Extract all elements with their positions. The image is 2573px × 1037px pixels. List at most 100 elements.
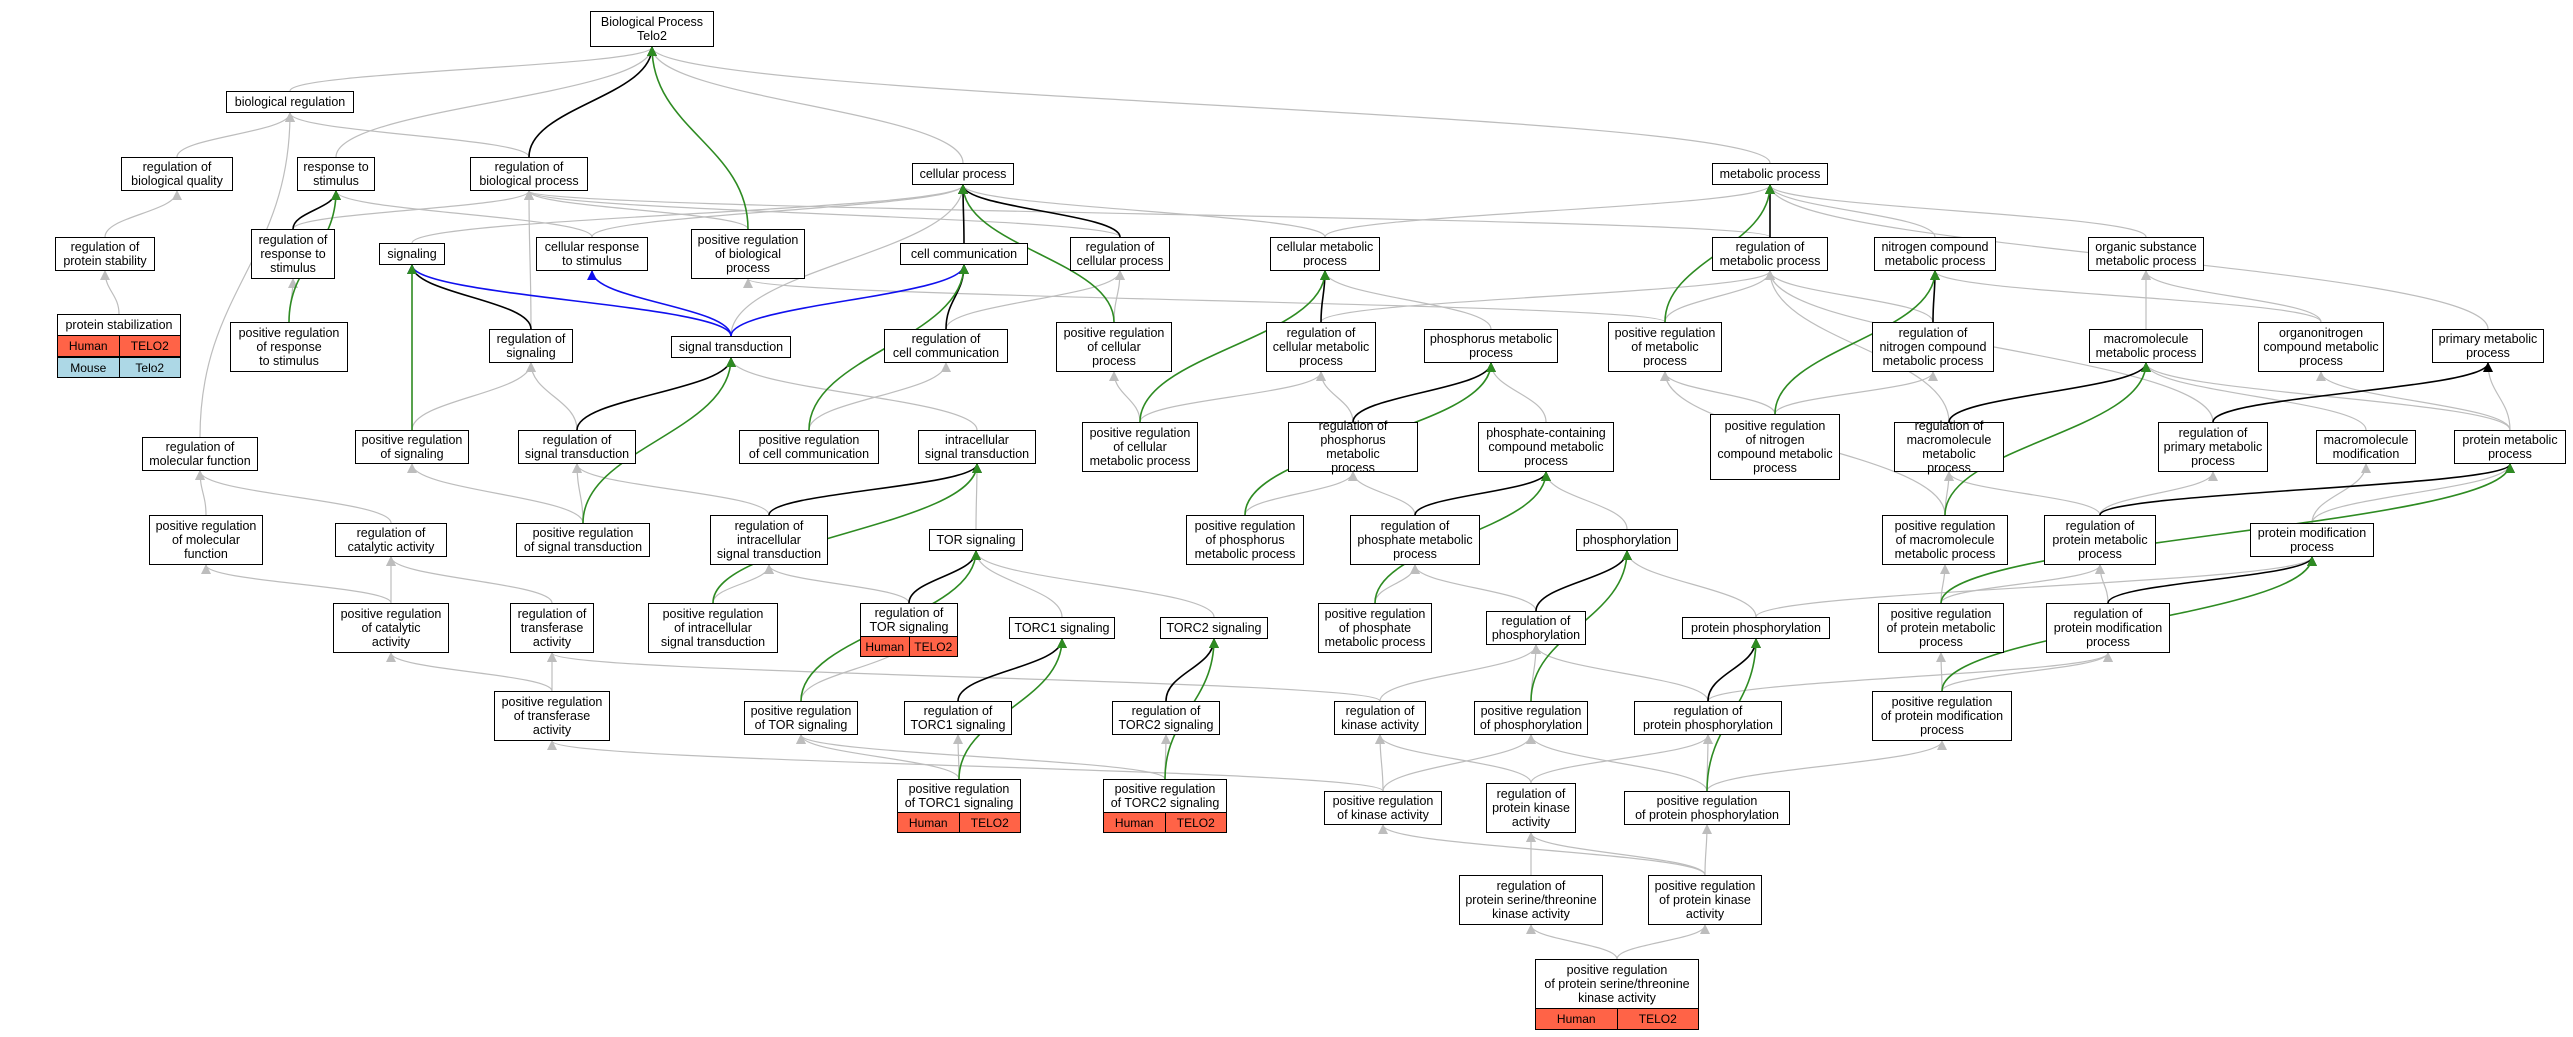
node-response-to-stimulus[interactable]: response to stimulus (297, 157, 375, 191)
edge-positive-regulation-of-protein-serine-threonine-kinase-activity-to-regulation-of-protein-serine-threonine-kinase-activity (1526, 924, 1618, 960)
node-regulation-of-kinase-activity[interactable]: regulation of kinase activity (1334, 701, 1426, 735)
node-organic-substance-metabolic-process[interactable]: organic substance metabolic process (2088, 237, 2204, 271)
tag-gene: Telo2 (118, 358, 180, 377)
node-phosphorus-metabolic-process[interactable]: phosphorus metabolic process (1424, 329, 1558, 363)
node-positive-regulation-of-macromolecule-metabolic-process[interactable]: positive regulation of macromolecule met… (1882, 515, 2008, 565)
edge-regulation-of-tor-signaling-to-regulation-of-intracellular-signal-transduction (764, 564, 910, 604)
node-signaling[interactable]: signaling (379, 243, 445, 265)
node-positive-regulation-of-signal-transduction[interactable]: positive regulation of signal transducti… (516, 523, 650, 557)
edge-positive-regulation-of-signaling-to-regulation-of-signaling (411, 362, 536, 431)
node-protein-modification-process[interactable]: protein modification process (2250, 523, 2374, 557)
node-regulation-of-cellular-metabolic-process[interactable]: regulation of cellular metabolic process (1266, 322, 1376, 372)
node-organonitrogen-compound-metabolic-process[interactable]: organonitrogen compound metabolic proces… (2258, 322, 2384, 372)
node-regulation-of-protein-modification-process[interactable]: regulation of protein modification proce… (2046, 603, 2170, 653)
node-protein-phosphorylation[interactable]: protein phosphorylation (1682, 617, 1830, 639)
node-positive-regulation-of-biological-process[interactable]: positive regulation of biological proces… (691, 229, 805, 279)
node-positive-regulation-of-cellular-process[interactable]: positive regulation of cellular process (1056, 322, 1172, 372)
node-signal-transduction[interactable]: signal transduction (671, 336, 791, 358)
node-regulation-of-transferase-activity[interactable]: regulation of transferase activity (510, 603, 594, 653)
node-regulation-of-cell-communication[interactable]: regulation of cell communication (884, 329, 1008, 363)
node-regulation-of-protein-metabolic-process[interactable]: regulation of protein metabolic process (2044, 515, 2156, 565)
node-positive-regulation-of-cell-communication[interactable]: positive regulation of cell communicatio… (739, 430, 879, 464)
node-cellular-process[interactable]: cellular process (912, 163, 1014, 185)
node-phosphorylation[interactable]: phosphorylation (1576, 529, 1678, 551)
node-positive-regulation-of-metabolic-process[interactable]: positive regulation of metabolic process (1608, 322, 1722, 372)
edge-positive-regulation-of-torc1-signaling-to-positive-regulation-of-tor-signaling (796, 734, 960, 780)
node-regulation-of-catalytic-activity[interactable]: regulation of catalytic activity (335, 523, 447, 557)
node-positive-regulation-of-molecular-function[interactable]: positive regulation of molecular functio… (149, 515, 263, 565)
node-phosphate-containing-compound-metabolic-process[interactable]: phosphate-containing compound metabolic … (1478, 422, 1614, 472)
node-positive-regulation-of-phosphorylation[interactable]: positive regulation of phosphorylation (1474, 701, 1588, 735)
node-positive-regulation-of-protein-metabolic-process[interactable]: positive regulation of protein metabolic… (1878, 603, 2004, 653)
node-regulation-of-phosphorylation[interactable]: regulation of phosphorylation (1486, 611, 1586, 645)
node-primary-metabolic-process[interactable]: primary metabolic process (2432, 329, 2544, 363)
node-biological-process[interactable]: Biological Process Telo2 (590, 11, 714, 47)
node-positive-regulation-of-kinase-activity[interactable]: positive regulation of kinase activity (1324, 791, 1442, 825)
node-regulation-of-protein-kinase-activity[interactable]: regulation of protein kinase activity (1486, 783, 1576, 833)
edge-positive-regulation-of-protein-metabolic-process-to-protein-metabolic-process (1940, 463, 2515, 604)
node-positive-regulation-of-intracellular-signal-transduction[interactable]: positive regulation of intracellular sig… (648, 603, 778, 653)
node-positive-regulation-of-protein-phosphorylation[interactable]: positive regulation of protein phosphory… (1624, 791, 1790, 825)
node-positive-regulation-of-tor-signaling[interactable]: positive regulation of TOR signaling (744, 701, 858, 735)
edge-regulation-of-biological-process-to-biological-process (528, 46, 657, 158)
node-macromolecule-modification[interactable]: macromolecule modification (2316, 430, 2416, 464)
node-positive-regulation-of-torc2-signaling[interactable]: positive regulation of TORC2 signaling (1103, 779, 1227, 813)
edge-positive-regulation-of-protein-phosphorylation-to-positive-regulation-of-protein-modification-process (1706, 740, 1947, 792)
node-metabolic-process[interactable]: metabolic process (1712, 163, 1828, 185)
tag-species: Human (58, 336, 119, 356)
node-torc1-signaling[interactable]: TORC1 signaling (1009, 617, 1115, 639)
edge-regulation-of-phosphorus-metabolic-process-to-regulation-of-cellular-metabolic-process (1316, 371, 1354, 423)
node-cellular-response-to-stimulus[interactable]: cellular response to stimulus (536, 237, 648, 271)
node-regulation-of-biological-process[interactable]: regulation of biological process (470, 157, 588, 191)
node-biological-regulation[interactable]: biological regulation (226, 91, 354, 113)
node-positive-regulation-of-catalytic-activity[interactable]: positive regulation of catalytic activit… (333, 603, 449, 653)
node-regulation-of-nitrogen-compound-metabolic-process[interactable]: regulation of nitrogen compound metaboli… (1872, 322, 1994, 372)
node-regulation-of-molecular-function[interactable]: regulation of molecular function (142, 437, 258, 471)
node-regulation-of-torc1-signaling[interactable]: regulation of TORC1 signaling (904, 701, 1012, 735)
edge-positive-regulation-of-kinase-activity-to-positive-regulation-of-phosphorylation (1382, 734, 1536, 792)
node-regulation-of-primary-metabolic-process[interactable]: regulation of primary metabolic process (2158, 422, 2268, 472)
node-regulation-of-tor-signaling[interactable]: regulation of TOR signaling (860, 603, 958, 637)
node-regulation-of-response-to-stimulus[interactable]: regulation of response to stimulus (251, 229, 335, 279)
tag-gene: TELO2 (958, 813, 1020, 832)
edge-protein-phosphorylation-to-protein-modification-process (1755, 556, 2317, 618)
node-positive-regulation-of-cellular-metabolic-process[interactable]: positive regulation of cellular metaboli… (1082, 422, 1198, 472)
node-regulation-of-intracellular-signal-transduction[interactable]: regulation of intracellular signal trans… (710, 515, 828, 565)
node-regulation-of-cellular-process[interactable]: regulation of cellular process (1070, 237, 1170, 271)
node-positive-regulation-of-protein-modification-process[interactable]: positive regulation of protein modificat… (1872, 691, 2012, 741)
node-cell-communication[interactable]: cell communication (900, 243, 1028, 265)
node-regulation-of-signaling[interactable]: regulation of signaling (489, 329, 573, 363)
node-positive-regulation-of-phosphorus-metabolic-process[interactable]: positive regulation of phosphorus metabo… (1186, 515, 1304, 565)
edge-signaling-to-cellular-process (411, 184, 968, 244)
node-positive-regulation-of-phosphate-metabolic-process[interactable]: positive regulation of phosphate metabol… (1318, 603, 1432, 653)
node-protein-stabilization[interactable]: protein stabilization (57, 314, 181, 336)
node-cellular-metabolic-process[interactable]: cellular metabolic process (1270, 237, 1380, 271)
node-regulation-of-phosphate-metabolic-process[interactable]: regulation of phosphate metabolic proces… (1350, 515, 1480, 565)
node-regulation-of-phosphorus-metabolic-process[interactable]: regulation of phosphorus metabolic proce… (1288, 419, 1418, 475)
node-positive-regulation-of-protein-serine-threonine-kinase-activity[interactable]: positive regulation of protein serine/th… (1535, 959, 1699, 1009)
node-positive-regulation-of-signaling[interactable]: positive regulation of signaling (355, 430, 469, 464)
node-positive-regulation-of-torc1-signaling[interactable]: positive regulation of TORC1 signaling (897, 779, 1021, 813)
node-regulation-of-protein-stability[interactable]: regulation of protein stability (55, 237, 155, 271)
node-regulation-of-biological-quality[interactable]: regulation of biological quality (121, 157, 233, 191)
node-regulation-of-protein-serine-threonine-kinase-activity[interactable]: regulation of protein serine/threonine k… (1459, 875, 1603, 925)
node-regulation-of-protein-phosphorylation[interactable]: regulation of protein phosphorylation (1634, 701, 1782, 735)
node-regulation-of-torc2-signaling[interactable]: regulation of TORC2 signaling (1112, 701, 1220, 735)
node-tor-signaling[interactable]: TOR signaling (929, 529, 1023, 551)
node-intracellular-signal-transduction[interactable]: intracellular signal transduction (918, 430, 1036, 464)
node-regulation-of-metabolic-process[interactable]: regulation of metabolic process (1712, 237, 1828, 271)
node-nitrogen-compound-metabolic-process[interactable]: nitrogen compound metabolic process (1874, 237, 1996, 271)
node-regulation-of-signal-transduction[interactable]: regulation of signal transduction (518, 430, 636, 464)
edge-positive-regulation-of-transferase-activity-to-positive-regulation-of-catalytic-activity (386, 652, 553, 692)
node-positive-regulation-of-transferase-activity[interactable]: positive regulation of transferase activ… (494, 691, 610, 741)
node-torc2-signaling[interactable]: TORC2 signaling (1160, 617, 1268, 639)
edge-regulation-of-protein-metabolic-process-to-regulation-of-macromolecule-metabolic-process (1944, 471, 2101, 516)
edge-signal-transduction-to-signaling (407, 264, 732, 337)
node-protein-metabolic-process[interactable]: protein metabolic process (2454, 430, 2566, 464)
node-macromolecule-metabolic-process[interactable]: macromolecule metabolic process (2089, 329, 2203, 363)
edge-positive-regulation-of-catalytic-activity-to-positive-regulation-of-molecular-function (201, 564, 392, 604)
node-positive-regulation-of-nitrogen-compound-metabolic-process[interactable]: positive regulation of nitrogen compound… (1710, 414, 1840, 480)
node-positive-regulation-of-response-to-stimulus[interactable]: positive regulation of response to stimu… (230, 322, 348, 372)
node-positive-regulation-of-protein-kinase-activity[interactable]: positive regulation of protein kinase ac… (1648, 875, 1762, 925)
node-regulation-of-macromolecule-metabolic-process[interactable]: regulation of macromolecule metabolic pr… (1894, 419, 2004, 475)
